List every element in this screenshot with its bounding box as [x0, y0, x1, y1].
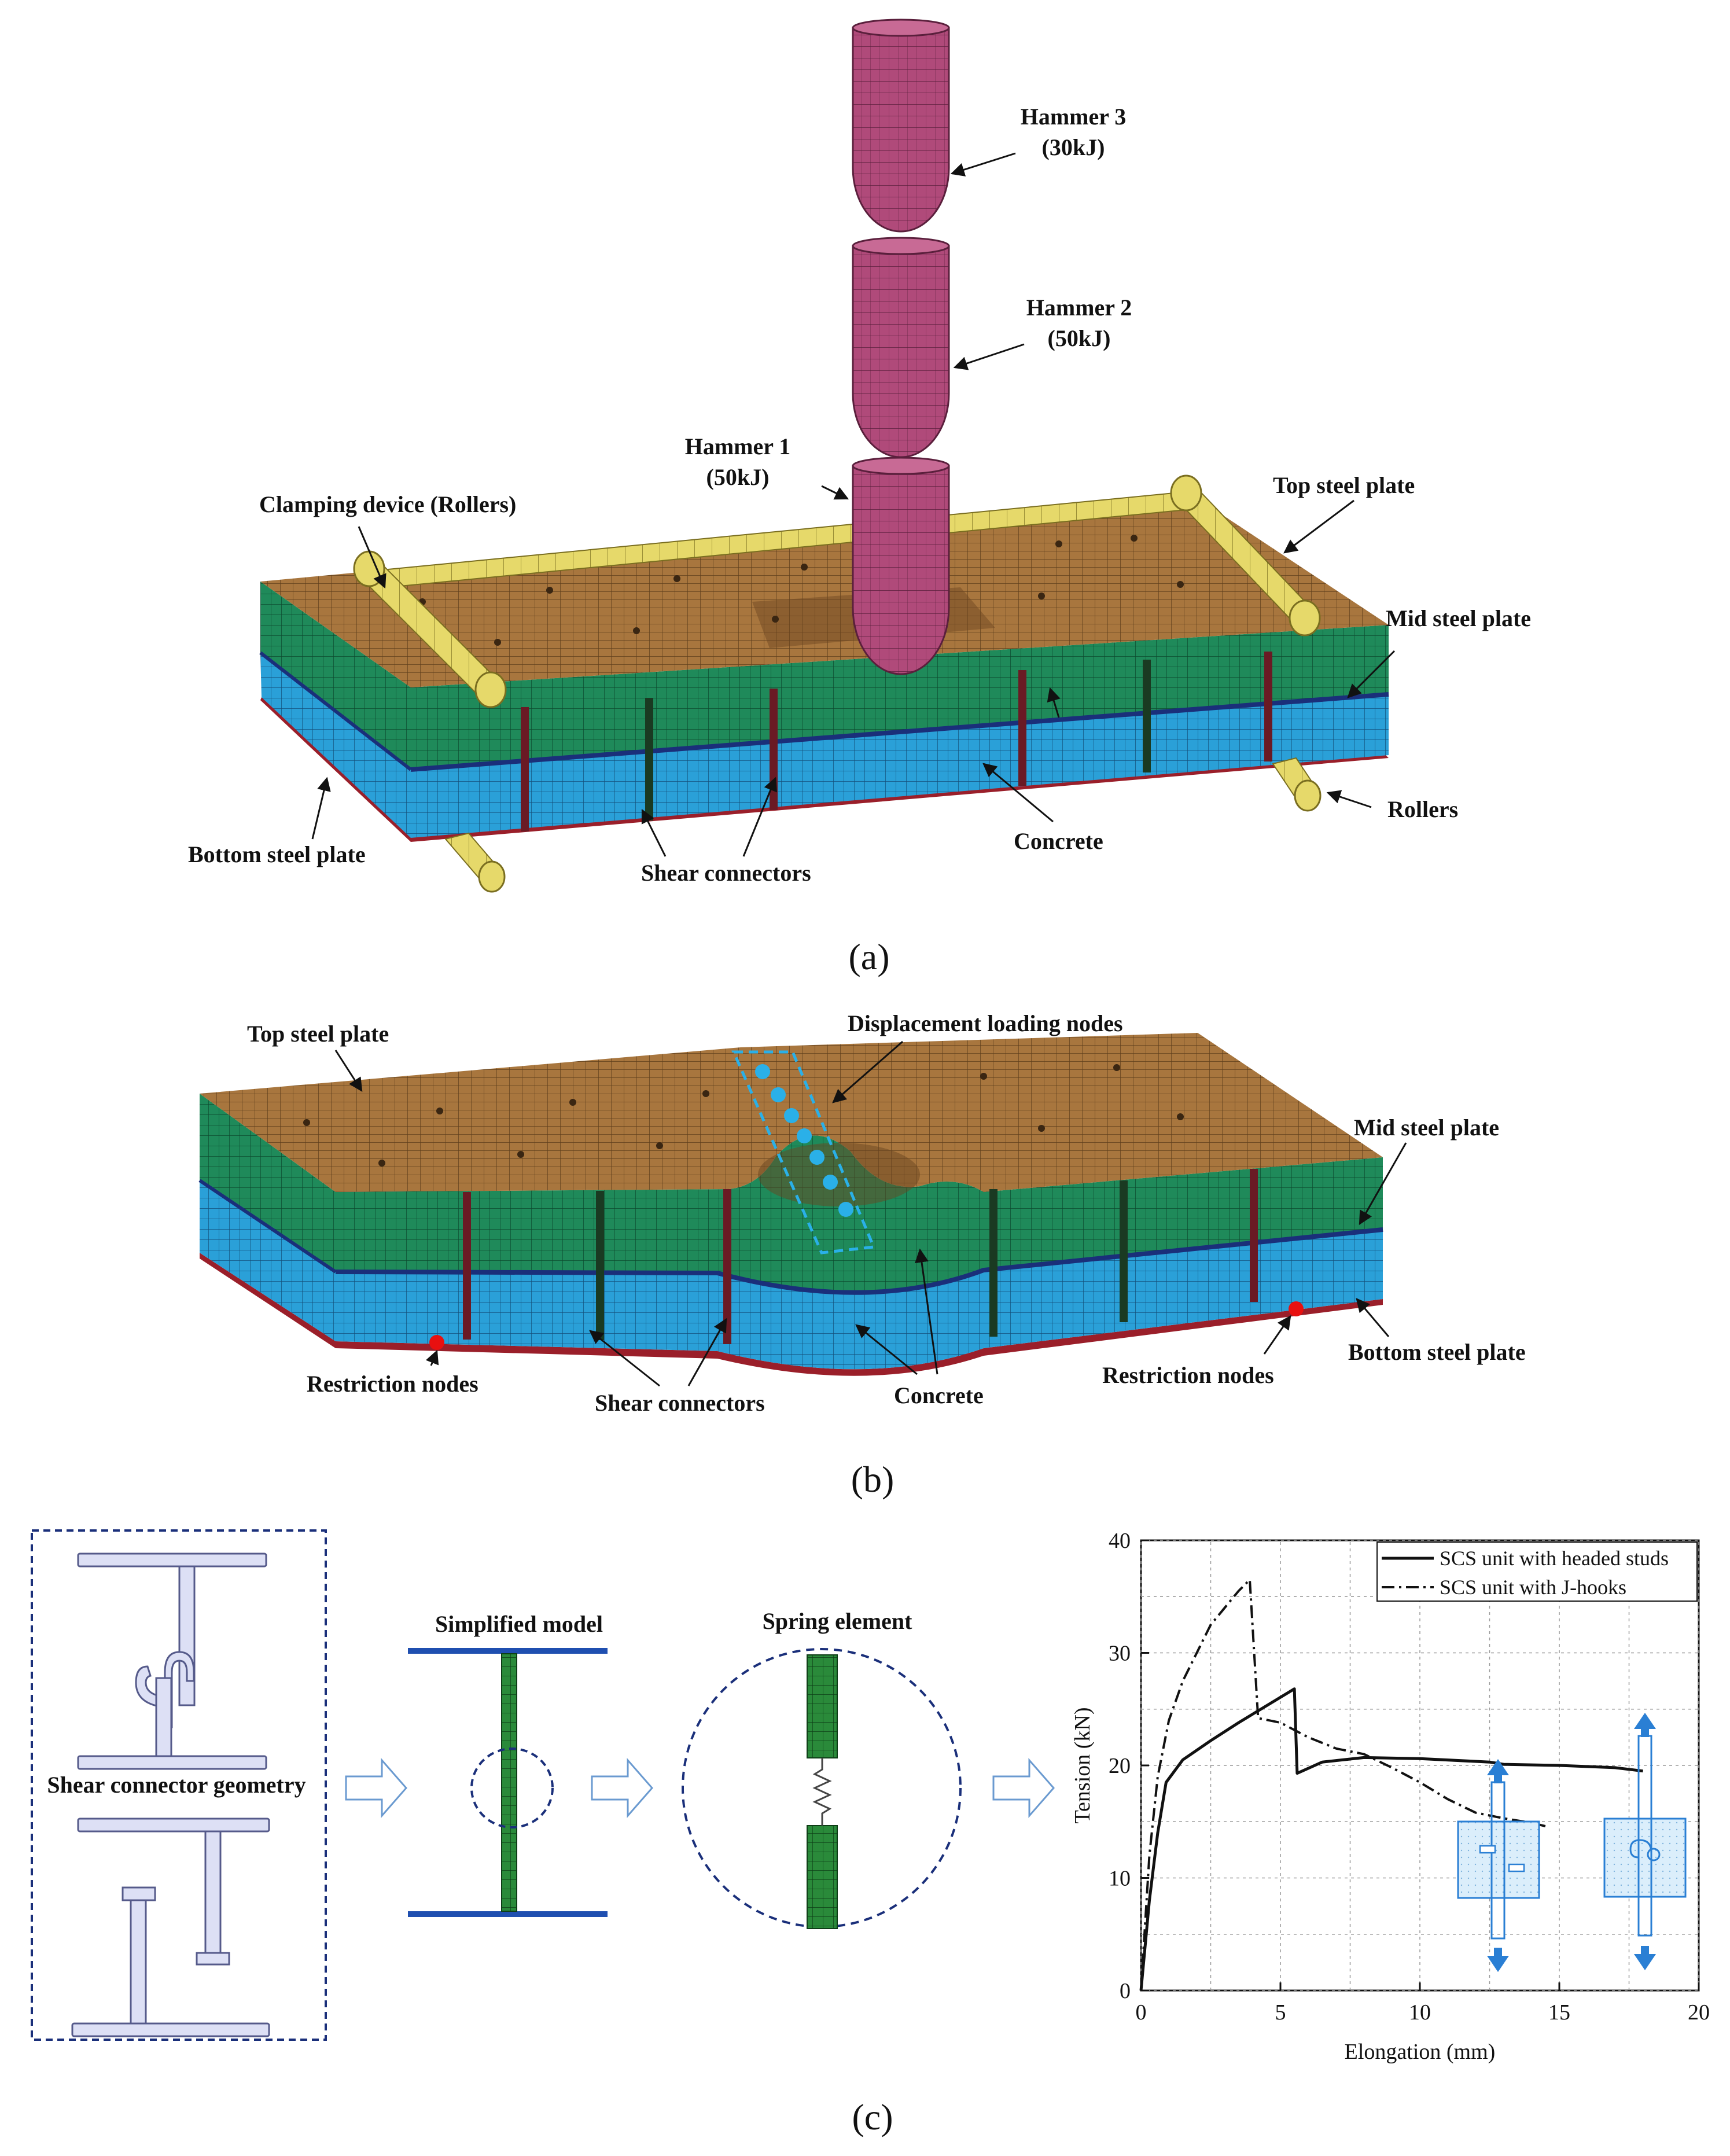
- y-tick-label-1: 10: [1109, 1867, 1131, 1891]
- caption-a: (a): [848, 936, 889, 977]
- arrow-up-right: [1634, 1713, 1656, 1737]
- mid-steel-plate-line-a: [410, 692, 1389, 772]
- label-concrete-a: Concrete: [1014, 828, 1103, 854]
- side-face-blue-a: [260, 653, 411, 838]
- label-mid-plate-a: Mid steel plate: [1386, 605, 1531, 631]
- axis-ticks: 0 5 10 15 20 0 10 20 30 40: [1109, 1529, 1710, 2025]
- label-top-plate-a: Top steel plate: [1273, 472, 1415, 498]
- label-bottom-plate-b: Bottom steel plate: [1348, 1339, 1526, 1365]
- label-restriction-right: Restriction nodes: [1102, 1362, 1274, 1388]
- label-simplified: Simplified model: [435, 1611, 603, 1637]
- legend-label-headed-studs: SCS unit with headed studs: [1440, 1547, 1669, 1570]
- specimen-headed-studs-icon: [1457, 1759, 1540, 1972]
- x-tick-label-3: 15: [1548, 2000, 1570, 2025]
- x-tick-label-4: 20: [1688, 2000, 1710, 2025]
- series-line-1: [1140, 1579, 1546, 1991]
- y-tick-label-0: 0: [1120, 1979, 1131, 2003]
- j-hook-geometry-icon: [77, 1552, 267, 1770]
- label-geometry: Shear connector geometry: [47, 1772, 305, 1798]
- flow-arrows-c: [345, 1758, 1055, 1818]
- label-rollers-a: Rollers: [1387, 796, 1458, 822]
- annotation-arrows-a: [311, 152, 1396, 857]
- hammer-1: [852, 457, 950, 675]
- tension-elongation-chart: 0 5 10 15 20 0 10 20 30 40 Elongation (mm) Tensio…: [1070, 1529, 1710, 2064]
- x-axis-label: Elongation (mm): [1345, 2040, 1496, 2064]
- annotation-arrows-b: [334, 1040, 1407, 1387]
- side-face-green-b: [200, 1094, 336, 1272]
- arrow-up-left: [1487, 1759, 1509, 1783]
- caption-b: (b): [851, 1459, 895, 1500]
- shear-connectors-b: [463, 1169, 1258, 1344]
- headed-stud-geometry-icon: [71, 1817, 270, 2037]
- label-shear-b: Shear connectors: [595, 1390, 765, 1416]
- geometry-box: [31, 1529, 327, 2041]
- label-bottom-plate-a: Bottom steel plate: [188, 841, 366, 867]
- label-mid-plate-b: Mid steel plate: [1354, 1114, 1499, 1140]
- specimen-j-hooks-icon: [1603, 1713, 1687, 1970]
- label-hammer3-l1: Hammer 3: [1021, 104, 1127, 130]
- y-tick-label-4: 40: [1109, 1529, 1131, 1553]
- spring-element-icon: [682, 1648, 962, 1929]
- y-axis-label: Tension (kN): [1070, 1707, 1095, 1823]
- flow-arrow-2: [591, 1758, 653, 1818]
- x-tick-label-0: 0: [1136, 2000, 1147, 2025]
- flow-arrow-3: [992, 1758, 1055, 1818]
- hammer-3: [852, 19, 950, 233]
- caption-c: (c): [852, 2096, 893, 2137]
- label-top-plate-b: Top steel plate: [247, 1021, 389, 1047]
- restriction-node-right: [1289, 1301, 1304, 1316]
- simplified-model-icon: [408, 1648, 608, 1917]
- x-tick-label-1: 5: [1275, 2000, 1286, 2025]
- label-spring: Spring element: [763, 1608, 913, 1634]
- label-hammer2-l1: Hammer 2: [1026, 295, 1132, 321]
- panel-c: Shear connector geometry Simplified mode…: [31, 1529, 1710, 2137]
- restriction-node-left: [429, 1335, 444, 1350]
- stud-holes-b: [303, 1064, 1184, 1167]
- y-tick-label-2: 20: [1109, 1754, 1131, 1778]
- bottom-rollers-a: [444, 757, 1322, 893]
- label-concrete-b: Concrete: [894, 1382, 984, 1408]
- y-tick-label-3: 30: [1109, 1642, 1131, 1666]
- side-face-blue-b: [200, 1180, 336, 1341]
- label-hammer2-l2: (50kJ): [1048, 325, 1111, 351]
- spring-coil: [812, 1758, 832, 1826]
- label-hammer1-l2: (50kJ): [706, 464, 770, 490]
- label-shear-a: Shear connectors: [641, 860, 811, 886]
- stud-holes-a: [419, 535, 1184, 646]
- label-hammer3-l2: (30kJ): [1042, 134, 1105, 160]
- legend: SCS unit with headed studs SCS unit with…: [1376, 1541, 1698, 1602]
- label-clamping: Clamping device (Rollers): [259, 491, 516, 517]
- arrow-down-left: [1487, 1948, 1509, 1972]
- hammer-2: [852, 237, 950, 458]
- series-lines: [1139, 1579, 1643, 1991]
- label-hammer1-l1: Hammer 1: [685, 433, 791, 459]
- displacement-loading-nodes: [731, 1050, 876, 1254]
- side-face-green-a: [260, 582, 411, 770]
- arrow-down-right: [1634, 1946, 1656, 1970]
- panel-a: Hammer 3 (30kJ) Hammer 2 (50kJ) Hammer 1…: [188, 19, 1531, 977]
- legend-box: [1376, 1541, 1698, 1602]
- x-tick-label-2: 10: [1409, 2000, 1431, 2025]
- label-restriction-left: Restriction nodes: [307, 1371, 478, 1397]
- legend-label-j-hooks: SCS unit with J-hooks: [1440, 1576, 1626, 1599]
- label-disp-nodes: Displacement loading nodes: [848, 1010, 1123, 1036]
- flow-arrow-1: [345, 1758, 407, 1818]
- top-steel-plate-a: [260, 495, 1389, 687]
- panel-b: Top steel plate Displacement loading nod…: [198, 1010, 1526, 1500]
